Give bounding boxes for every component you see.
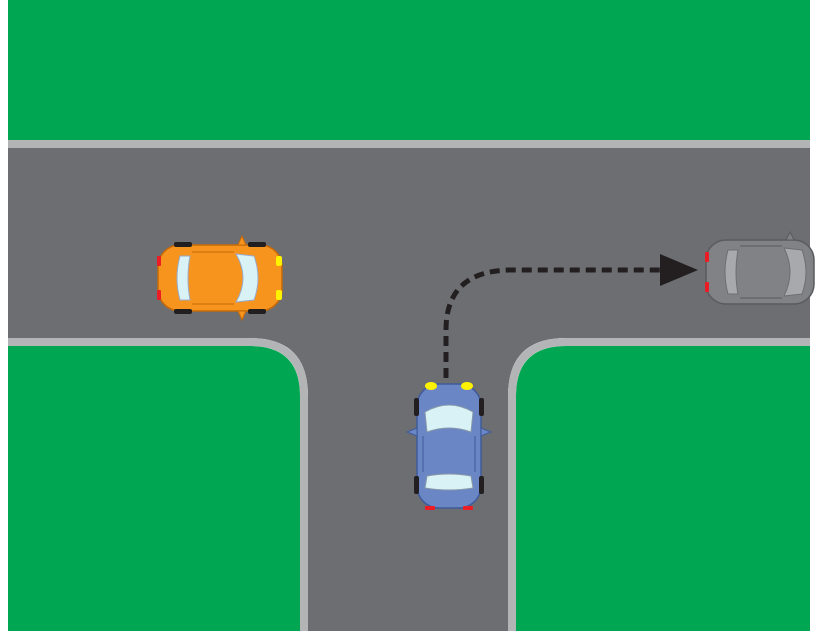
blue-car-mirror: [480, 427, 493, 437]
blue-car-taillight: [425, 506, 435, 510]
blue-car-tire: [479, 476, 484, 494]
blue-car-mirror: [405, 427, 418, 437]
orange-car-headlight: [276, 256, 282, 266]
orange-car-taillight: [157, 290, 161, 300]
blue-car-tire: [414, 398, 419, 416]
gray-car-taillight: [705, 252, 709, 262]
orange-car-tire: [174, 309, 192, 314]
blue-car-windshield: [424, 404, 474, 433]
blue-car: [405, 382, 493, 510]
grass-top: [8, 0, 810, 140]
orange-car-headlight: [276, 290, 282, 300]
grass-bottom-left: [8, 346, 300, 631]
blue-car-rear-window: [424, 473, 474, 491]
blue-car-tire: [479, 398, 484, 416]
curb-bottom-right: [508, 338, 810, 631]
blue-car-headlight: [425, 382, 437, 390]
blue-car-taillight: [463, 506, 473, 510]
orange-car-tire: [248, 242, 266, 247]
curb-top: [8, 140, 810, 148]
orange-car: [157, 234, 283, 322]
orange-car-taillight: [157, 256, 161, 266]
orange-car-mirror: [237, 234, 247, 246]
turn-path: [443, 267, 662, 378]
gray-car-rear-window: [724, 249, 739, 295]
grass-bottom-right: [516, 346, 810, 631]
gray-car: [705, 230, 815, 305]
orange-car-rear-window: [176, 255, 191, 301]
gray-car-windshield: [783, 247, 807, 297]
orange-car-mirror: [237, 310, 247, 322]
blue-car-tire: [414, 476, 419, 494]
blue-car-headlight: [461, 382, 473, 390]
orange-car-tire: [174, 242, 192, 247]
orange-car-windshield: [235, 253, 259, 303]
curb-bottom-left: [8, 338, 308, 631]
gray-car-mirror: [785, 230, 795, 241]
orange-car-tire: [248, 309, 266, 314]
gray-car-taillight: [705, 282, 709, 292]
arrow-head-icon: [660, 254, 698, 286]
